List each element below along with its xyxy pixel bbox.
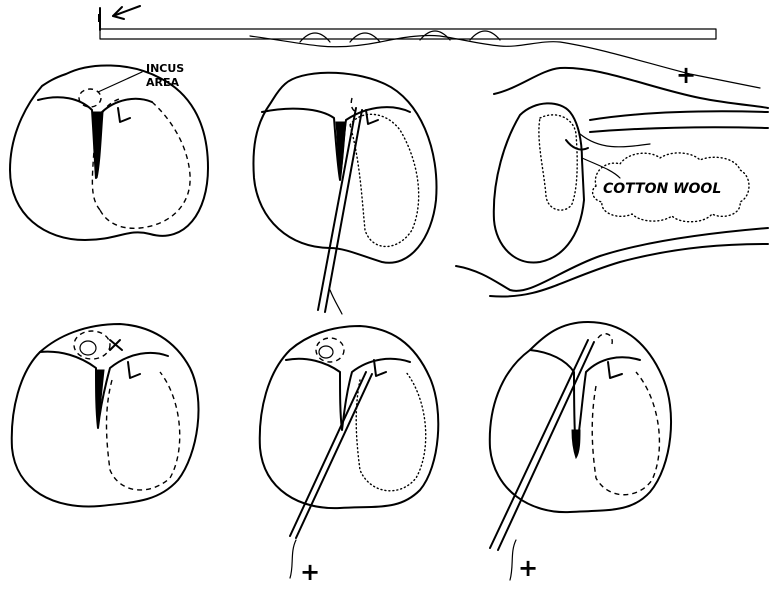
canal-inner	[580, 134, 650, 178]
letter-L-mark-2	[366, 110, 378, 124]
drum-flap-5	[286, 359, 410, 430]
label-incus-1: INCUS	[146, 62, 184, 75]
incus-dash-6	[598, 334, 612, 344]
drum-section-dotted	[539, 115, 577, 210]
label-incus-2: AREA	[146, 76, 179, 89]
letter-L-mark-5	[374, 360, 386, 376]
posterior-flap-dotted-5	[356, 372, 426, 491]
thread-tail-6	[510, 540, 516, 580]
manubrium-6	[572, 430, 580, 458]
posterior-flap-dashed-6	[592, 372, 659, 495]
letter-L-mark-1	[118, 108, 130, 122]
thread-loops	[300, 31, 500, 42]
plus-sign-5: +	[300, 558, 320, 586]
thread-tail-5	[290, 540, 296, 578]
posterior-flap-dashed-1	[92, 98, 190, 228]
eardrum-view-6: +	[490, 322, 671, 582]
eardrum-view-2	[253, 73, 436, 314]
drum-flap-6	[530, 350, 640, 452]
plus-sign-top: +	[676, 61, 696, 89]
eardrum-outline-1	[10, 65, 208, 240]
needle-5a	[290, 372, 366, 536]
incus-inner-4	[80, 341, 96, 355]
eardrum-outline-5	[260, 326, 439, 508]
eardrum-view-4	[12, 324, 199, 507]
posterior-flap-dashed-4	[107, 372, 180, 490]
incus-inner-5	[319, 346, 333, 358]
drum-flap-4	[40, 352, 168, 428]
drum-flap-2	[262, 107, 410, 180]
eardrum-view-5: +	[260, 326, 439, 586]
incus-circle-5	[316, 338, 344, 362]
cross-mark-4	[110, 340, 122, 350]
eardrum-view-1: INCUS AREA	[10, 62, 208, 240]
label-I: I	[97, 12, 101, 25]
label-cotton-wool: COTTON WOOL	[603, 181, 721, 197]
arrow-left-icon	[113, 6, 140, 19]
incus-leader-line	[98, 72, 142, 92]
canal-wall-upper	[494, 68, 768, 108]
posterior-flap-dotted-2	[350, 114, 419, 246]
plus-sign-6: +	[518, 554, 538, 582]
canal-floor	[456, 228, 768, 291]
ear-canal-section: COTTON WOOL	[456, 68, 768, 297]
incus-dash-2	[351, 98, 358, 112]
letter-L-mark-4	[128, 362, 140, 378]
instrument-panel: I +	[97, 6, 760, 89]
thread-tail-2	[330, 290, 342, 314]
letter-L-mark-6	[608, 362, 622, 378]
needle-5b	[296, 374, 372, 538]
canal-lines	[590, 111, 768, 132]
incus-circle-4	[74, 331, 110, 359]
